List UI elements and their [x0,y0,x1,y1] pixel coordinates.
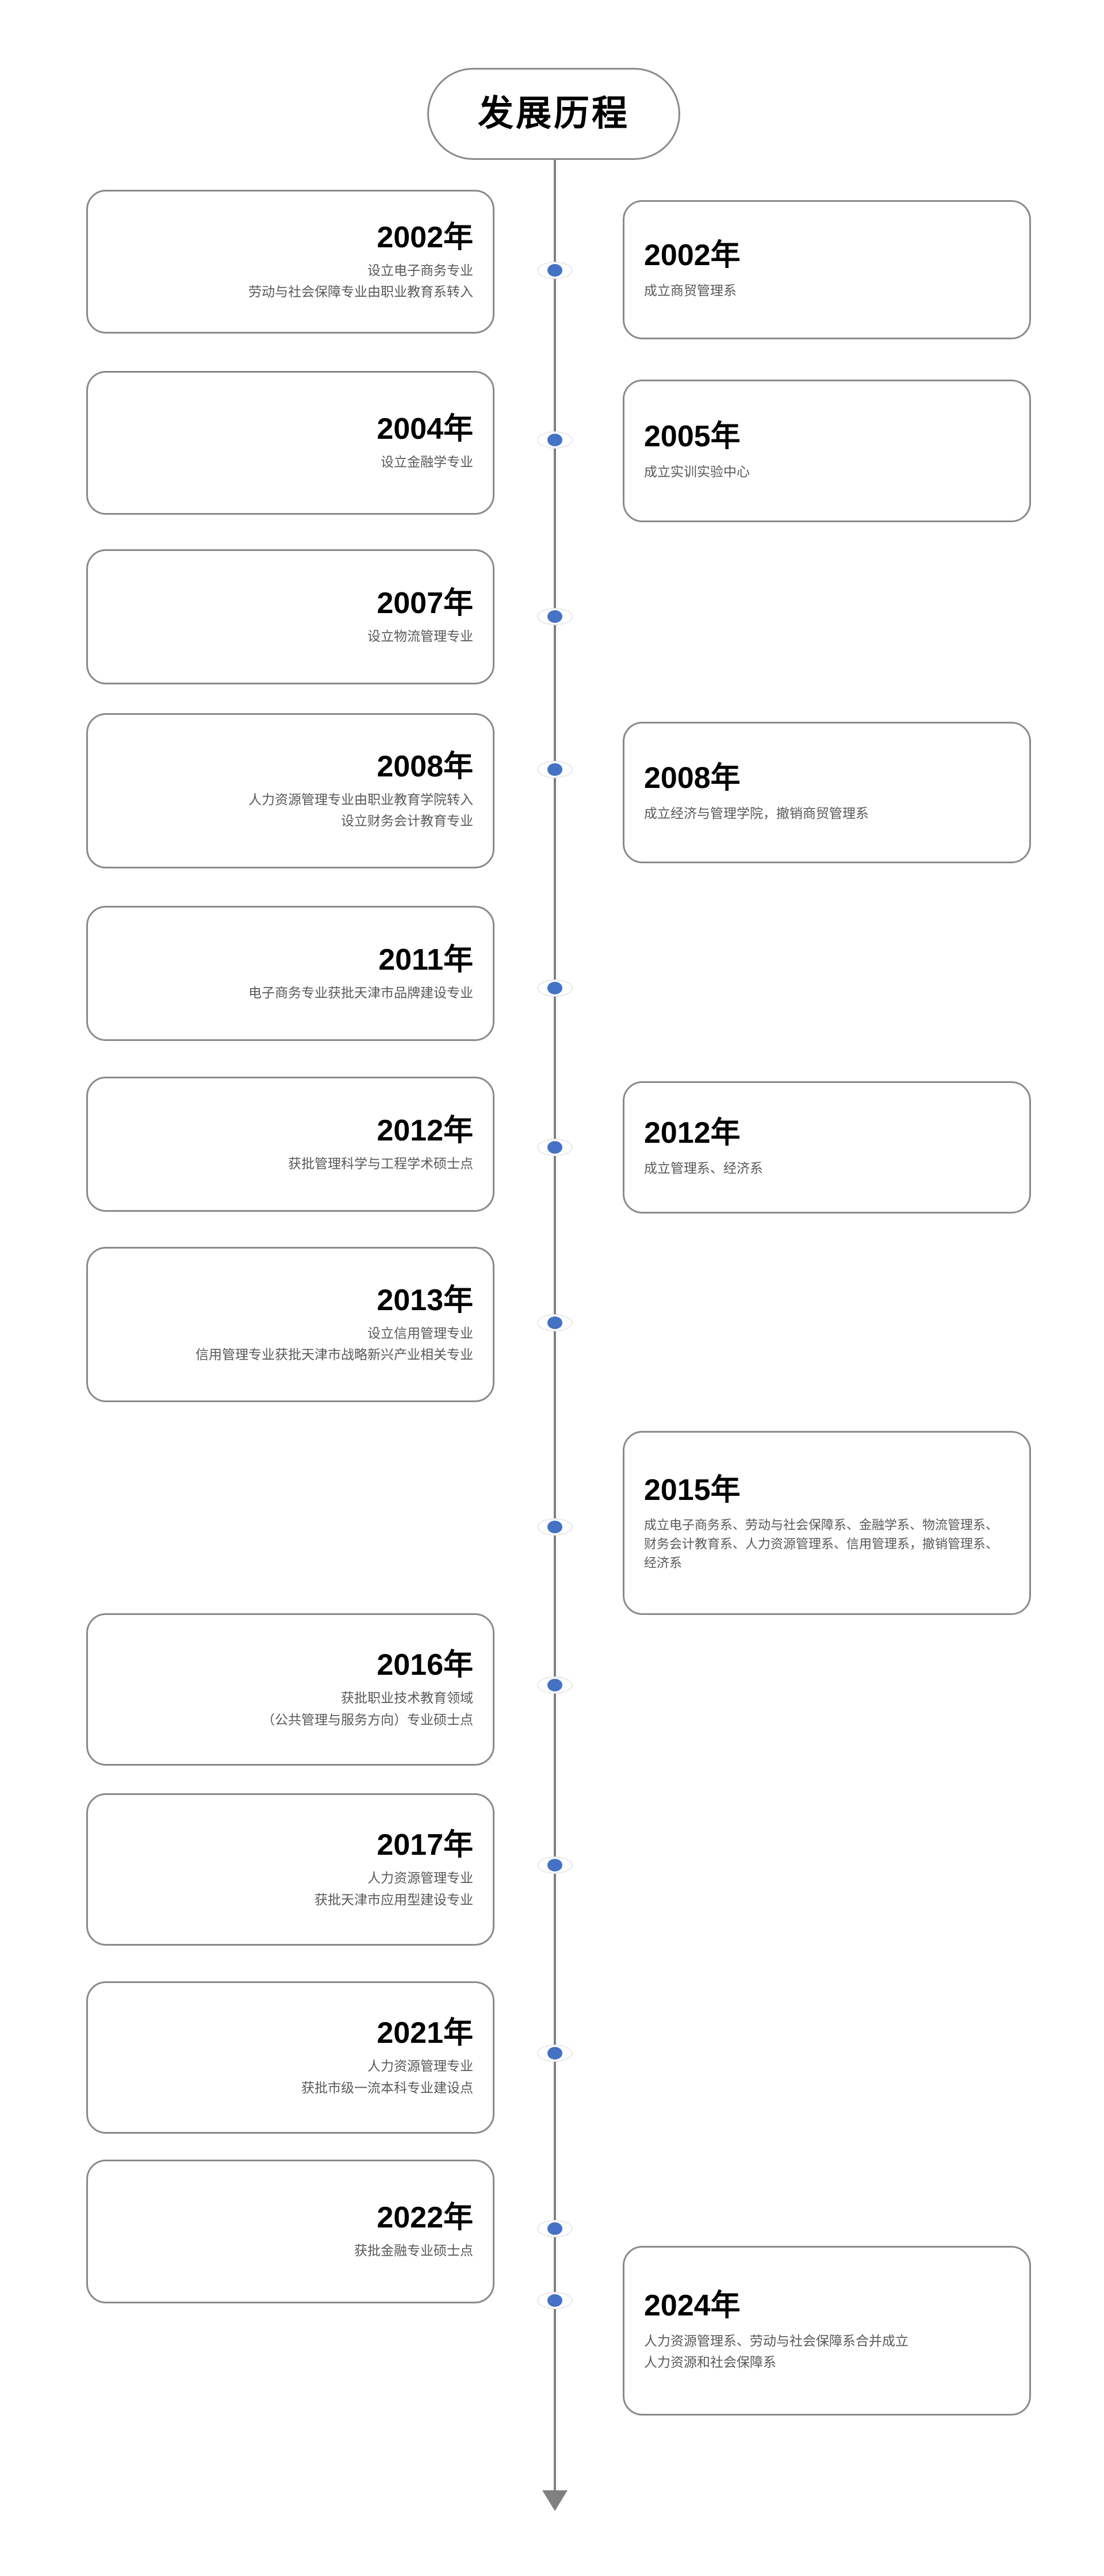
timeline-card-2002-left[interactable]: 2002年设立电子商务专业劳动与社会保障专业由职业教育系转入 [86,190,494,334]
timeline-card-description-line: 获批金融专业硕士点 [354,2243,473,2259]
timeline-card-description-line: 设立电子商务专业 [367,262,473,278]
timeline-card-year: 2002年 [644,238,741,272]
timeline-card-2021-left[interactable]: 2021年人力资源管理专业获批市级一流本科专业建设点 [86,1981,494,2134]
timeline-card-year: 2012年 [644,1116,741,1150]
timeline-card-2008-left[interactable]: 2008年人力资源管理专业由职业教育学院转入设立财务会计教育专业 [86,713,494,868]
timeline-card-description: 成立商贸管理系 [644,280,737,301]
timeline-card-description: 人力资源管理专业由职业教育学院转入设立财务会计教育专业 [248,789,473,832]
timeline-card-description-line: 劳动与社会保障专业由职业教育系转入 [248,284,473,300]
timeline-card-description-line: 设立财务会计教育专业 [341,813,473,829]
timeline-card-description-line: 人力资源管理专业由职业教育学院转入 [248,791,473,807]
page-title-box: 发展历程 [427,68,680,160]
timeline-card-2017-left[interactable]: 2017年人力资源管理专业获批天津市应用型建设专业 [86,1793,494,1946]
timeline-card-year: 2002年 [377,220,473,254]
timeline-card-description-line: 人力资源管理专业 [367,1870,473,1886]
timeline-card-description-line: 设立物流管理专业 [367,628,473,644]
timeline-card-2015-right[interactable]: 2015年成立电子商务系、劳动与社会保障系、金融学系、物流管理系、财务会计教育系… [623,1431,1031,1615]
timeline-card-description-line: （公共管理与服务方向）专业硕士点 [262,1712,473,1727]
timeline-card-description: 成立实训实验中心 [644,461,750,482]
timeline-card-year: 2005年 [644,419,741,453]
timeline-card-description-line: 获批管理科学与工程学术硕士点 [288,1155,473,1171]
timeline-card-2022-left[interactable]: 2022年获批金融专业硕士点 [86,2160,494,2303]
timeline-dot-2015[interactable] [537,1518,573,1536]
timeline-card-year: 2007年 [377,586,473,620]
page-title: 发展历程 [477,94,630,133]
timeline-card-description: 获批管理科学与工程学术硕士点 [288,1153,473,1174]
timeline-card-description: 电子商务专业获批天津市品牌建设专业 [248,982,473,1004]
timeline-dot-2013[interactable] [537,1314,573,1331]
timeline-card-2005-right[interactable]: 2005年成立实训实验中心 [623,380,1031,522]
timeline-dot-2007[interactable] [537,608,573,625]
timeline-card-description-line: 成立管理系、经济系 [644,1160,763,1176]
timeline-card-description: 人力资源管理专业获批市级一流本科专业建设点 [301,2056,473,2099]
timeline-card-description: 设立电子商务专业劳动与社会保障专业由职业教育系转入 [248,260,473,303]
timeline-card-year: 2024年 [644,2289,741,2323]
timeline-card-2004-left[interactable]: 2004年设立金融学专业 [86,371,494,515]
timeline-card-description-line: 信用管理专业获批天津市战略新兴产业相关专业 [195,1347,473,1362]
timeline-dot-2016[interactable] [537,1676,573,1694]
timeline-card-year: 2008年 [644,761,741,795]
timeline-card-description-line: 获批市级一流本科专业建设点 [301,2080,473,2095]
timeline-card-2016-left[interactable]: 2016年获批职业技术教育领域 （公共管理与服务方向）专业硕士点 [86,1613,494,1766]
timeline-card-description-line: 人力资源管理专业 [367,2058,473,2074]
timeline-card-description-line: 电子商务专业获批天津市品牌建设专业 [248,985,473,1000]
timeline-card-description-line: 成立电子商务系、劳动与社会保障系、金融学系、物流管理系、财务会计教育系、人力资源… [644,1517,999,1570]
timeline-card-description: 获批职业技术教育领域 （公共管理与服务方向）专业硕士点 [262,1687,473,1731]
timeline-dot-2017[interactable] [537,1857,573,1874]
timeline-card-description-line: 人力资源和社会保障系 [644,2354,776,2370]
timeline-card-year: 2015年 [644,1473,741,1507]
timeline-card-description-line: 获批职业技术教育领域 [341,1690,473,1706]
timeline-card-year: 2016年 [377,1648,473,1682]
timeline-card-description-line: 成立商贸管理系 [644,282,737,298]
timeline-card-description-line: 成立实训实验中心 [644,464,750,479]
timeline-dot-2012[interactable] [537,1139,573,1156]
timeline-card-description-line: 成立经济与管理学院，撤销商贸管理系 [644,805,869,821]
timeline-card-2011-left[interactable]: 2011年电子商务专业获批天津市品牌建设专业 [86,906,494,1041]
timeline-card-2007-left[interactable]: 2007年设立物流管理专业 [86,549,494,684]
timeline-dot-2011[interactable] [537,979,573,997]
down-arrow-icon [542,2490,568,2511]
timeline-dot-2004[interactable] [537,431,573,449]
timeline-card-description-line: 设立金融学专业 [381,454,473,470]
timeline-card-description: 人力资源管理系、劳动与社会保障系合并成立人力资源和社会保障系 [644,2330,908,2372]
timeline-card-description: 成立管理系、经济系 [644,1158,763,1178]
timeline-dot-2008[interactable] [537,761,573,778]
timeline-card-year: 2004年 [377,412,473,446]
timeline-card-year: 2021年 [377,2016,473,2050]
timeline-card-year: 2022年 [377,2201,473,2235]
timeline-card-description-line: 人力资源管理系、劳动与社会保障系合并成立 [644,2333,908,2349]
timeline-card-2008-right[interactable]: 2008年成立经济与管理学院，撤销商贸管理系 [623,722,1031,863]
timeline-card-description: 成立电子商务系、劳动与社会保障系、金融学系、物流管理系、财务会计教育系、人力资源… [644,1515,1010,1572]
timeline-card-2013-left[interactable]: 2013年设立信用管理专业信用管理专业获批天津市战略新兴产业相关专业 [86,1247,494,1402]
timeline-dot-2002[interactable] [537,262,573,279]
timeline-card-year: 2011年 [378,943,473,977]
timeline-card-description-line: 获批天津市应用型建设专业 [315,1892,473,1907]
timeline-card-year: 2013年 [377,1283,473,1317]
timeline-card-2012-left[interactable]: 2012年获批管理科学与工程学术硕士点 [86,1077,494,1212]
timeline-card-year: 2008年 [377,749,473,783]
timeline-card-year: 2012年 [377,1113,473,1147]
timeline-card-2002-right[interactable]: 2002年成立商贸管理系 [623,200,1031,339]
timeline-card-description: 获批金融专业硕士点 [354,2240,473,2261]
timeline-card-description: 设立金融学专业 [381,451,473,473]
timeline-card-description: 成立经济与管理学院，撤销商贸管理系 [644,803,869,824]
timeline-dot-2021[interactable] [537,2045,573,2062]
timeline-card-description: 人力资源管理专业获批天津市应用型建设专业 [315,1867,473,1911]
timeline-card-description: 设立信用管理专业信用管理专业获批天津市战略新兴产业相关专业 [195,1323,473,1366]
timeline-card-year: 2017年 [377,1828,473,1862]
timeline-card-2024-right[interactable]: 2024年人力资源管理系、劳动与社会保障系合并成立人力资源和社会保障系 [623,2246,1031,2416]
timeline-dot-2022[interactable] [537,2220,573,2237]
timeline-card-description-line: 设立信用管理专业 [367,1325,473,1341]
timeline-card-description: 设立物流管理专业 [367,626,473,647]
timeline-card-2012-right[interactable]: 2012年成立管理系、经济系 [623,1081,1031,1214]
timeline-dot-2024[interactable] [537,2292,573,2309]
